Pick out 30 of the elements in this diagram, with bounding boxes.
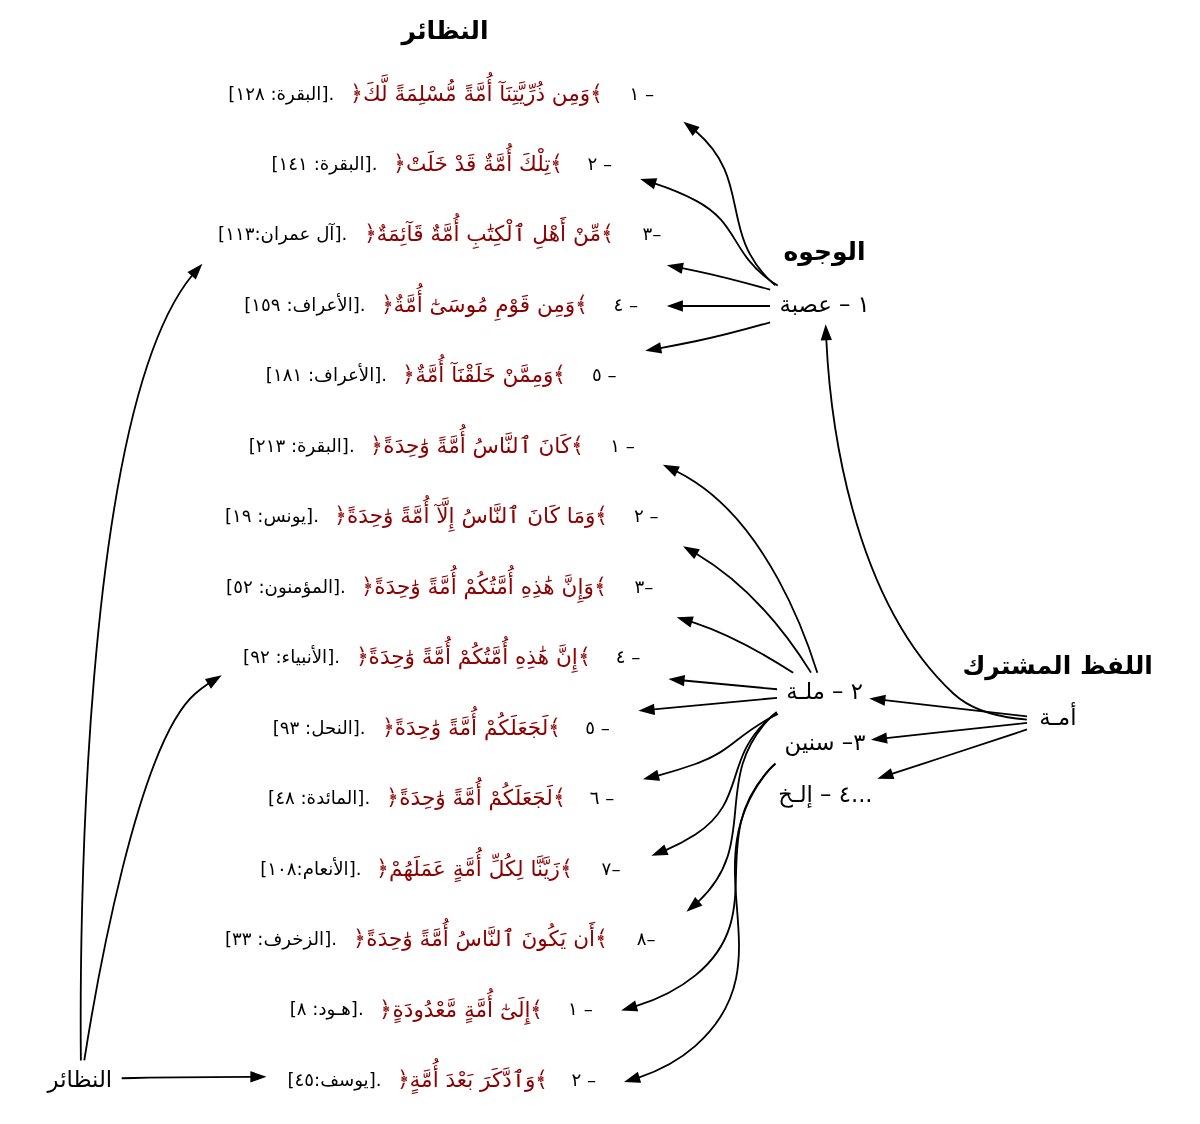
arrow xyxy=(682,546,812,674)
arrow xyxy=(666,262,771,291)
label: الوجوه xyxy=(782,237,866,267)
arrow xyxy=(79,263,202,1062)
arrow xyxy=(868,694,1028,718)
arrow xyxy=(120,1071,267,1083)
arrow xyxy=(676,616,794,674)
arrow xyxy=(667,674,778,691)
arrow xyxy=(685,711,778,912)
arrow xyxy=(682,121,776,287)
arrow xyxy=(644,321,771,354)
arrow xyxy=(650,711,778,856)
node-text: ٢ – ملـة xyxy=(785,678,863,705)
arrow xyxy=(639,178,779,287)
arrow xyxy=(82,675,222,1062)
node-text: أمـة xyxy=(1038,704,1076,731)
arrow xyxy=(820,324,1028,721)
arrow xyxy=(666,300,771,312)
arrow xyxy=(642,713,779,781)
node-text: ٤ – إلـخ... xyxy=(777,780,873,807)
node-text: ٣– سنين xyxy=(784,729,865,756)
arrow xyxy=(662,464,818,674)
arrow xyxy=(623,762,776,1083)
label: اللفظ المشترك xyxy=(961,650,1153,680)
label: النظائر xyxy=(401,15,488,45)
node-text: ١ – عصبة xyxy=(778,290,870,317)
arrow xyxy=(870,722,1028,744)
arrow xyxy=(876,728,1028,780)
node-text: النظائر xyxy=(47,1065,112,1092)
arrow xyxy=(637,696,778,715)
